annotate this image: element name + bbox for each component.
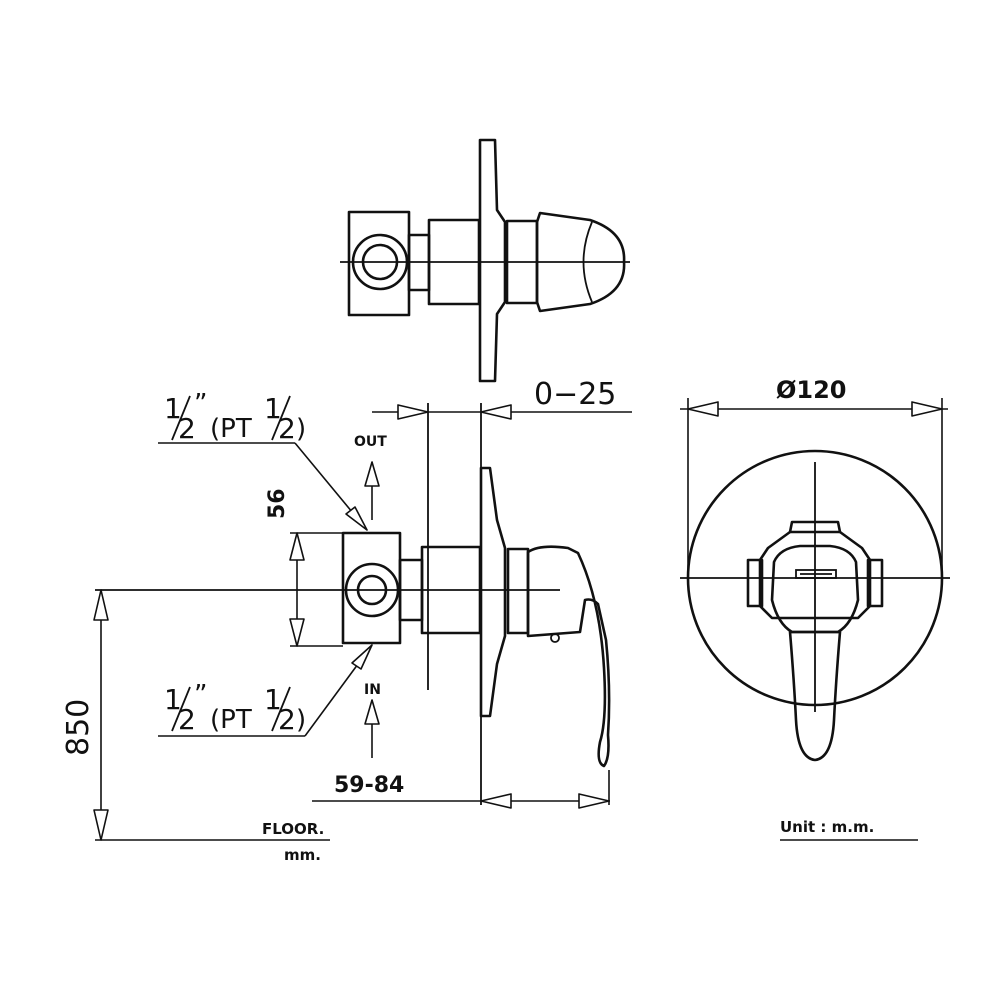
leader-in-arrow: [351, 644, 373, 670]
thread-out-pt-half: 1: [264, 392, 282, 425]
dia-arrow-right: [911, 401, 943, 417]
floor-label: FLOOR.: [262, 820, 324, 838]
thread-out-two: 2: [178, 412, 196, 445]
side-lever-screw: [550, 633, 560, 643]
dim-56-label: 56: [265, 488, 290, 519]
front-handle-inner: [770, 544, 860, 634]
thread-in-pt-two: 2: [278, 703, 296, 736]
dim56-arrow-bottom: [289, 618, 305, 647]
unit-label: Unit : m.m.: [780, 818, 874, 836]
mm-label: mm.: [284, 846, 321, 864]
side-cover-plate: [479, 466, 507, 718]
dim850-arrow-top: [93, 589, 109, 621]
dim-5984-label: 59-84: [334, 773, 404, 798]
leader-out-arrow: [345, 506, 368, 531]
thread-out-quote: ”: [194, 389, 207, 419]
out-label: OUT: [354, 434, 387, 450]
dim5984-arrow-left: [480, 793, 512, 809]
thread-in-quote: ”: [194, 680, 207, 710]
front-side-tab-right: [866, 558, 884, 608]
thread-out-close: ): [296, 414, 306, 444]
front-lever-tongue: [788, 630, 842, 762]
thread-in-pt-slash: [271, 686, 291, 732]
thread-out-pt-two: 2: [278, 412, 296, 445]
flow-in-arrow: [364, 699, 380, 725]
top-view: [340, 138, 630, 383]
dia-arrow-left: [687, 401, 719, 417]
thread-in-pt: (PT: [210, 705, 252, 735]
thread-in-half: 1: [164, 683, 182, 716]
front-handle-cap: [788, 520, 842, 534]
in-label: IN: [364, 682, 381, 698]
side-collar: [506, 547, 530, 635]
thread-in-pt-half: 1: [264, 683, 282, 716]
side-valve-body: [341, 531, 402, 645]
dim-dia-label: Ø120: [776, 376, 847, 404]
front-view: [680, 398, 950, 762]
thread-in-close: ): [296, 705, 306, 735]
thread-out-slash: [171, 395, 191, 441]
dim5984-arrow-right: [578, 793, 610, 809]
thread-out-pt: (PT: [210, 414, 252, 444]
thread-in-two: 2: [178, 703, 196, 736]
dim-850-label: 850: [61, 699, 96, 756]
thread-in-slash: [171, 686, 191, 732]
top-cover-plate: [478, 138, 507, 383]
dim025-arrow-right: [480, 404, 512, 420]
front-side-tab-left: [746, 558, 764, 608]
dim850-arrow-bottom: [93, 809, 109, 841]
thread-out-pt-slash: [271, 395, 291, 441]
front-handle-base: [758, 530, 872, 620]
labels: 1 2 ” (PT 1 2 ) 1 2 ” (PT 1 2 ) OUT IN 5…: [61, 376, 918, 864]
side-view: [93, 403, 632, 841]
flow-out-arrow: [364, 461, 380, 487]
dim-025-label: 0−25: [534, 377, 616, 412]
dim025-arrow-left: [397, 404, 429, 420]
thread-out-half: 1: [164, 392, 182, 425]
dim56-arrow-top: [289, 532, 305, 561]
front-logo-bar: [795, 569, 837, 579]
side-lever-handle: [526, 545, 611, 768]
top-valve-body: [347, 210, 411, 317]
